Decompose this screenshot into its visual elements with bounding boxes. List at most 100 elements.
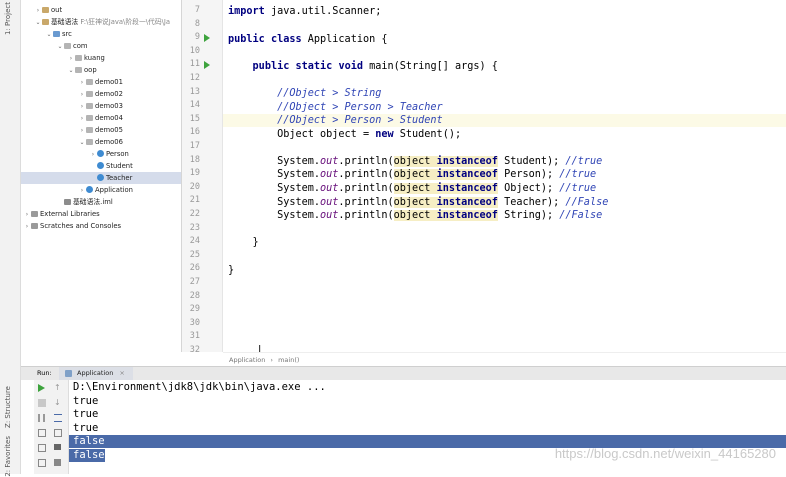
tree-item[interactable]: ⌄ src — [21, 28, 181, 40]
tree-item[interactable]: ⌄ com — [21, 40, 181, 52]
console-output-line: true — [73, 422, 99, 434]
soft-wrap-icon[interactable] — [54, 414, 62, 422]
tree-item[interactable]: Student — [21, 160, 181, 172]
chevron-right-icon[interactable]: › — [80, 79, 84, 86]
chevron-right-icon[interactable]: › — [91, 151, 95, 158]
left-tool-strip: 1: Project Z: Structure 2: Favorites — [0, 0, 21, 477]
line-number: 28 — [189, 290, 200, 301]
restore-layout-icon[interactable] — [38, 429, 46, 437]
tree-item[interactable]: ⌄demo06 — [21, 136, 181, 148]
tree-item[interactable]: ›demo02 — [21, 88, 181, 100]
run-gutter-icon[interactable] — [204, 34, 210, 43]
project-tool-tab[interactable]: 1: Project — [4, 2, 12, 35]
up-arrow-icon[interactable]: ↑ — [54, 383, 61, 392]
rerun-icon[interactable] — [38, 384, 45, 392]
tree-item-label: Scratches and Consoles — [40, 222, 122, 230]
tree-item-label: out — [51, 6, 63, 14]
breadcrumb-class[interactable]: Application — [229, 356, 266, 364]
console-output-line-selected: false — [73, 449, 105, 461]
trash-icon[interactable] — [54, 459, 61, 466]
chevron-right-icon[interactable]: › — [80, 103, 84, 110]
structure-tool-tab[interactable]: Z: Structure — [4, 386, 12, 428]
text-cursor-icon: I — [258, 343, 262, 356]
chevron-right-icon[interactable]: › — [80, 187, 84, 194]
chevron-right-icon[interactable]: › — [80, 91, 84, 98]
breadcrumb-method[interactable]: main() — [278, 356, 300, 364]
code-editor[interactable]: import java.util.Scanner; public class A… — [223, 0, 786, 352]
line-number: 26 — [189, 263, 200, 274]
favorites-tool-tab[interactable]: 2: Favorites — [4, 436, 12, 477]
tree-item-label: src — [62, 30, 72, 38]
chevron-down-icon[interactable]: ⌄ — [35, 19, 41, 26]
tree-item[interactable]: ›Person — [21, 148, 181, 160]
code-line-21: System.out.println(object instanceof Tea… — [277, 197, 609, 208]
line-number: 18 — [189, 154, 200, 165]
line-number: 30 — [189, 317, 200, 328]
line-number: 11 — [189, 59, 200, 70]
code-line-22: System.out.println(object instanceof Str… — [277, 210, 603, 221]
tree-item[interactable]: Teacher — [21, 172, 181, 184]
line-number: 16 — [189, 127, 200, 138]
pin-icon[interactable] — [38, 459, 46, 467]
tree-item[interactable]: 基础语法.iml — [21, 196, 181, 208]
chevron-down-icon[interactable]: ⌄ — [57, 43, 63, 50]
tree-item-label: Student — [106, 162, 133, 170]
exit-icon[interactable] — [38, 444, 46, 452]
code-line-11: public static void main(String[] args) { — [252, 61, 498, 72]
print-icon[interactable] — [54, 444, 61, 450]
run-tab-application[interactable]: Application × — [59, 367, 133, 380]
package-icon — [75, 67, 82, 73]
project-tree: › out ⌄ 基础语法 F:\狂神说Java\阶段一\代码\Ja ⌄ src ⌄ com ›k… — [21, 0, 182, 352]
chevron-right-icon[interactable]: › — [25, 223, 29, 230]
selection-band — [69, 435, 786, 448]
class-icon — [97, 162, 104, 169]
tree-item[interactable]: ⌄ 基础语法 F:\狂神说Java\阶段一\代码\Ja — [21, 16, 181, 28]
tree-item[interactable]: ›demo05 — [21, 124, 181, 136]
tree-item[interactable]: ›demo04 — [21, 112, 181, 124]
code-line-7: import java.util.Scanner; — [228, 6, 382, 17]
tree-item[interactable]: › out — [21, 4, 181, 16]
tree-item[interactable]: ›demo03 — [21, 100, 181, 112]
run-console[interactable] — [21, 380, 786, 474]
chevron-right-icon[interactable]: › — [25, 211, 29, 218]
stop-icon[interactable] — [38, 399, 46, 407]
run-gutter-icon[interactable] — [204, 61, 210, 70]
tree-item[interactable]: › demo01 — [21, 76, 181, 88]
chevron-down-icon[interactable]: ⌄ — [79, 139, 85, 146]
run-label: Run: — [37, 369, 52, 377]
chevron-right-icon[interactable]: › — [80, 127, 84, 134]
class-icon — [97, 174, 104, 181]
source-folder-icon — [53, 31, 60, 37]
breadcrumb-separator: › — [270, 356, 274, 364]
pause-icon[interactable] — [38, 414, 45, 422]
close-tab-icon[interactable]: × — [119, 369, 125, 377]
chevron-down-icon[interactable]: ⌄ — [68, 67, 74, 74]
tree-item[interactable]: ›kuang — [21, 52, 181, 64]
down-arrow-icon[interactable]: ↓ — [54, 398, 61, 407]
chevron-right-icon[interactable]: › — [36, 7, 40, 14]
line-number: 32 — [189, 345, 200, 355]
tree-item-label: 基础语法 — [51, 18, 79, 26]
tree-item-label: External Libraries — [40, 210, 100, 218]
selection-band — [69, 449, 105, 462]
code-line-18: System.out.println(object instanceof Stu… — [277, 156, 603, 167]
scroll-to-end-icon[interactable] — [54, 429, 62, 437]
tree-item[interactable]: › Scratches and Consoles — [21, 220, 181, 232]
chevron-right-icon[interactable]: › — [80, 115, 84, 122]
package-icon — [86, 103, 93, 109]
package-icon — [64, 43, 71, 49]
tree-item-path: F:\狂神说Java\阶段一\代码\Ja — [78, 18, 171, 26]
tree-item[interactable]: › External Libraries — [21, 208, 181, 220]
tree-item[interactable]: ›Application — [21, 184, 181, 196]
code-line-24: } — [252, 237, 259, 248]
line-number: 14 — [189, 100, 200, 111]
tree-item-label: com — [73, 42, 88, 50]
chevron-right-icon[interactable]: › — [69, 55, 73, 62]
chevron-down-icon[interactable]: ⌄ — [46, 31, 52, 38]
package-icon — [86, 127, 93, 133]
tree-item[interactable]: ⌄oop — [21, 64, 181, 76]
run-toolbar: ↑ ↓ — [34, 380, 69, 474]
tree-item-label: demo01 — [95, 78, 123, 86]
line-number: 12 — [189, 73, 200, 83]
